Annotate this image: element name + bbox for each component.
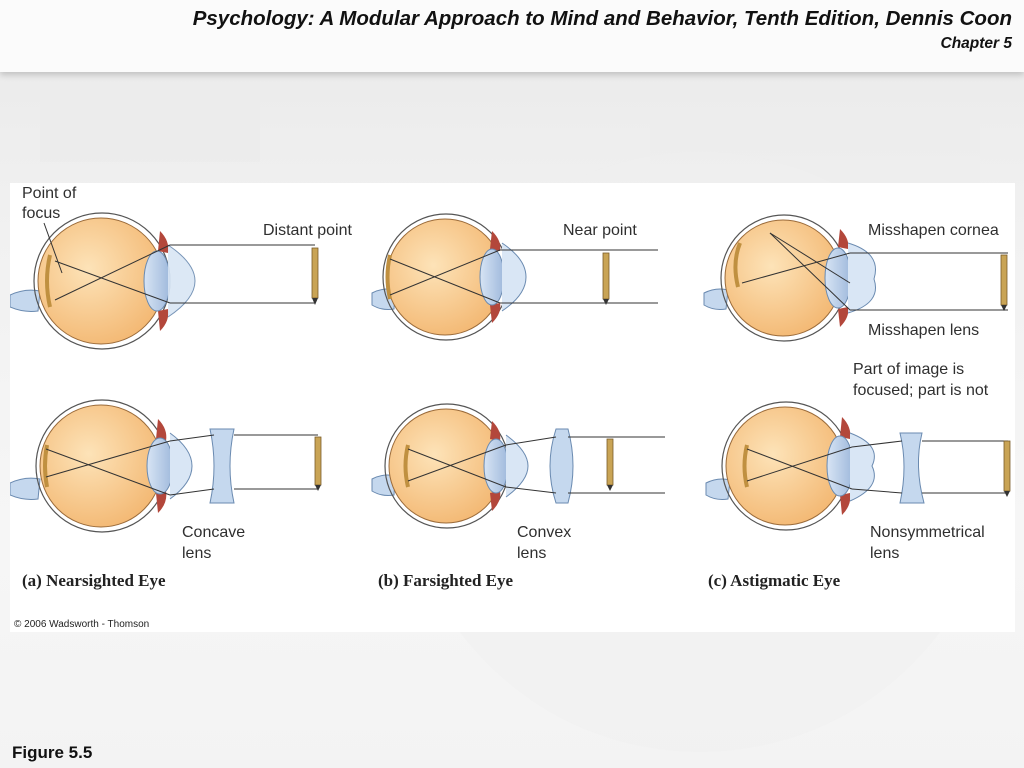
eye-farsighted-top: [371, 213, 658, 341]
slide-header: Psychology: A Modular Approach to Mind a…: [0, 0, 1024, 72]
eye-astigmatic-top: [703, 214, 1008, 342]
eye-nearsighted-top: [10, 212, 319, 350]
label-distant-point: Distant point: [263, 222, 352, 239]
eye-diagram-figure: Point of focus Distant point Near point …: [10, 183, 1015, 632]
label-near-point: Near point: [563, 222, 637, 239]
label-convex-lens-line1: Convex: [517, 524, 571, 541]
caption-farsighted-eye: (b) Farsighted Eye: [378, 571, 514, 590]
eye-nearsighted-bottom: [10, 399, 322, 533]
copyright-notice: © 2006 Wadsworth - Thomson: [14, 619, 150, 630]
label-misshapen-lens: Misshapen lens: [868, 322, 979, 339]
figure-label: Figure 5.5: [12, 743, 93, 762]
label-part-of-image-line2: focused; part is not: [853, 382, 989, 399]
label-nonsymmetrical-lens-line1: Nonsymmetrical: [870, 524, 985, 541]
book-title: Psychology: A Modular Approach to Mind a…: [192, 7, 1012, 30]
label-point-of-focus-line2: focus: [22, 205, 60, 222]
label-convex-lens-line2: lens: [517, 545, 546, 562]
eye-astigmatic-bottom: [705, 401, 1011, 531]
label-concave-lens-line1: Concave: [182, 524, 245, 541]
chapter-label: Chapter 5: [940, 35, 1013, 52]
caption-nearsighted-eye: (a) Nearsighted Eye: [22, 571, 166, 590]
label-concave-lens-line2: lens: [182, 545, 211, 562]
label-point-of-focus-line1: Point of: [22, 185, 77, 202]
eye-diagram: Point of focus Distant point Near point …: [10, 185, 1011, 590]
eye-farsighted-bottom: [371, 403, 665, 529]
label-nonsymmetrical-lens-line2: lens: [870, 545, 899, 562]
label-misshapen-cornea: Misshapen cornea: [868, 222, 999, 239]
label-part-of-image-line1: Part of image is: [853, 361, 964, 378]
caption-astigmatic-eye: (c) Astigmatic Eye: [708, 571, 841, 590]
